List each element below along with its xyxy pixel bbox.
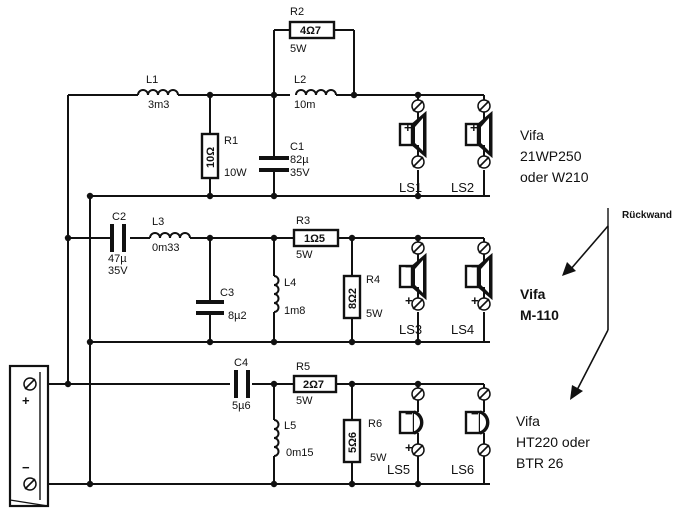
r3-ref: R3 (296, 215, 310, 227)
r3-value: 1Ω5 (304, 233, 325, 245)
ls2-label: LS2 (451, 180, 474, 195)
resistor-r5: 2Ω7 R5 5W (292, 361, 338, 407)
tweeter-label-line2: HT220 oder (516, 434, 590, 450)
speaker-ls1: + LS1 (398, 95, 428, 196)
ls4-plus: + (471, 293, 479, 308)
arrow-to-mid-icon (562, 262, 576, 276)
resistor-r2: 4Ω7 R2 5W (288, 6, 336, 55)
inductor-l1: L1 3m3 (137, 74, 179, 111)
c4-value: 5µ6 (232, 400, 251, 412)
r4-ref: R4 (366, 274, 380, 286)
c2-ref: C2 (112, 211, 126, 223)
woofer-label-line2: 21WP250 (520, 148, 582, 164)
r6-ref: R6 (368, 418, 382, 430)
l2-ref: L2 (294, 74, 306, 86)
woofer-label-line3: oder W210 (520, 169, 589, 185)
ls5-minus: − (405, 406, 413, 421)
capacitor-c4: C4 5µ6 (232, 357, 251, 412)
r2-ref: R2 (290, 6, 304, 18)
r2-value: 4Ω7 (300, 25, 321, 37)
resistor-r1: 10Ω R1 10W (200, 132, 247, 180)
speaker-ls4: − + LS4 (451, 238, 494, 342)
l5-value: 0m15 (286, 447, 314, 459)
mid-label-line2: M-110 (520, 307, 559, 323)
r5-ref: R5 (296, 361, 310, 373)
c3-value: 8µ2 (228, 310, 247, 322)
rear-panel-annotation: Rückwand (562, 208, 672, 400)
l4-ref: L4 (284, 277, 296, 289)
r1-power: 10W (224, 167, 247, 179)
capacitor-c1: C1 82µ 35V (259, 141, 310, 179)
tweeter-label-line1: Vifa (516, 413, 540, 429)
wires (40, 29, 490, 485)
l2-value: 10m (294, 99, 315, 111)
capacitor-c2: C2 47µ 35V (108, 211, 128, 277)
inductor-l2: L2 10m (294, 74, 337, 111)
input-terminal-block: + − (8, 364, 50, 508)
c3-ref: C3 (220, 287, 234, 299)
r6-power: 5W (370, 452, 387, 464)
ls2-plus: + (470, 120, 478, 135)
input-plus-label: + (22, 393, 30, 408)
r6-value: 5Ω6 (347, 432, 359, 453)
l3-value: 0m33 (152, 242, 180, 254)
speaker-ls3: − + LS3 (398, 238, 428, 342)
r2-power: 5W (290, 43, 307, 55)
arrow-to-tweeter-icon (570, 385, 583, 400)
l3-ref: L3 (152, 216, 164, 228)
inductor-l4: L4 1m8 (273, 275, 305, 317)
ls3-label: LS3 (399, 322, 422, 337)
ls4-minus: − (471, 259, 479, 274)
tweeter-label-line3: BTR 26 (516, 455, 564, 471)
c1-value: 82µ (290, 154, 309, 166)
junction-dots (64, 91, 358, 488)
resistor-r4: 8Ω2 R4 5W (342, 274, 383, 320)
c2-value: 47µ (108, 253, 127, 265)
c1-voltage: 35V (290, 167, 310, 179)
r1-ref: R1 (224, 135, 238, 147)
inductor-l3: L3 0m33 (149, 216, 191, 254)
speaker-ls5: − + LS5 (387, 384, 426, 484)
input-minus-label: − (22, 460, 30, 475)
l1-ref: L1 (146, 74, 158, 86)
ls1-label: LS1 (399, 180, 422, 195)
c4-ref: C4 (234, 357, 248, 369)
ls1-plus: + (404, 120, 412, 135)
l1-value: 3m3 (148, 99, 169, 111)
rear-panel-label: Rückwand (622, 210, 672, 221)
resistor-r3: 1Ω5 R3 5W (292, 215, 340, 261)
l4-value: 1m8 (284, 305, 305, 317)
r5-power: 5W (296, 395, 313, 407)
woofer-label: Vifa 21WP250 oder W210 (520, 127, 589, 185)
r4-value: 8Ω2 (347, 288, 359, 309)
speaker-ls2: + LS2 (451, 95, 494, 196)
ls6-label: LS6 (451, 462, 474, 477)
mid-label: Vifa M-110 (520, 286, 559, 323)
speaker-ls6: − LS6 (451, 384, 492, 484)
r1-value: 10Ω (205, 147, 217, 168)
ls3-plus: + (405, 293, 413, 308)
tweeter-label: Vifa HT220 oder BTR 26 (516, 413, 590, 471)
c1-ref: C1 (290, 141, 304, 153)
ls6-minus: − (471, 406, 479, 421)
ls5-plus: + (405, 440, 413, 455)
ls5-label: LS5 (387, 462, 410, 477)
capacitor-c3: C3 8µ2 (196, 287, 247, 322)
inductor-l5: L5 0m15 (273, 419, 314, 459)
mid-label-line1: Vifa (520, 286, 546, 302)
r5-value: 2Ω7 (303, 379, 324, 391)
woofer-label-line1: Vifa (520, 127, 544, 143)
r3-power: 5W (296, 249, 313, 261)
c2-voltage: 35V (108, 265, 128, 277)
l5-ref: L5 (284, 420, 296, 432)
ls4-label: LS4 (451, 322, 474, 337)
resistor-r6: 5Ω6 R6 5W (342, 418, 387, 464)
r4-power: 5W (366, 308, 383, 320)
ls3-minus: − (405, 259, 413, 274)
